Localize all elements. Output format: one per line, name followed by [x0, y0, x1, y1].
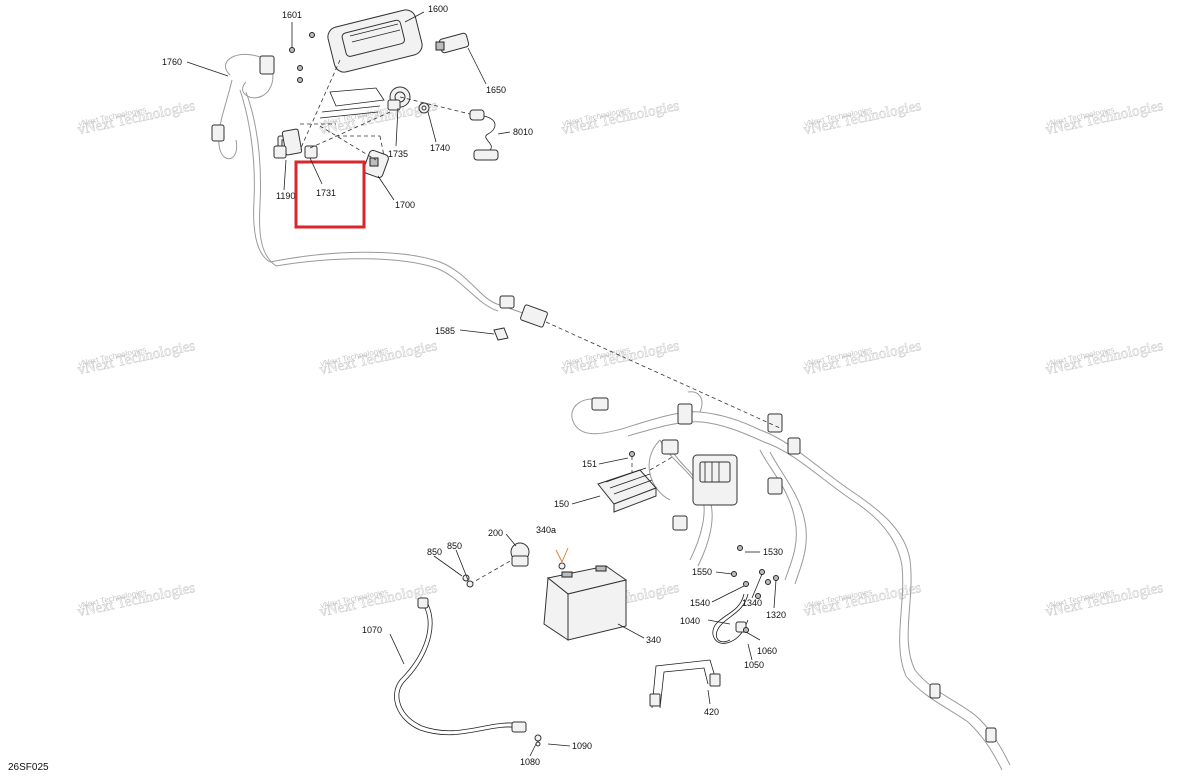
leader-lines [186, 11, 777, 757]
bolts-group [731, 545, 779, 633]
part-labels: 1601 1600 1760 1650 8010 1740 1735 1700 … [8, 4, 786, 773]
regulator-150 [597, 467, 657, 513]
label-1731: 1731 [316, 188, 336, 198]
battery-340 [543, 565, 628, 641]
bracket-1585 [493, 321, 781, 429]
label-1540: 1540 [690, 598, 710, 608]
nuts-850 [462, 574, 474, 588]
switch-1700 [363, 149, 389, 179]
terminal-340a [555, 547, 569, 570]
strap-420 [649, 659, 721, 709]
screws-1601 [289, 32, 315, 83]
highlight-box[interactable] [294, 160, 366, 229]
diagram-code: 26SF025 [8, 762, 49, 773]
label-1340: 1340 [742, 598, 762, 608]
fuse-box [692, 454, 738, 506]
label-340: 340 [646, 635, 661, 645]
bracket-assembly [319, 87, 385, 119]
nut-1090 [534, 734, 542, 747]
label-1760: 1760 [162, 57, 182, 67]
label-850-right: 850 [447, 541, 462, 551]
label-1700: 1700 [395, 200, 415, 210]
starter-relay-200 [469, 542, 530, 585]
switch-assembly-1190 [273, 128, 303, 159]
label-1650: 1650 [486, 85, 506, 95]
label-1735: 1735 [388, 149, 408, 159]
label-1530: 1530 [763, 547, 783, 557]
switch-1731 [304, 145, 318, 159]
nut-1740 [418, 102, 430, 114]
label-150: 150 [554, 499, 569, 509]
label-1601: 1601 [282, 10, 302, 20]
cable-1070 [394, 597, 527, 736]
label-1080: 1080 [520, 757, 540, 767]
label-340a: 340a [536, 525, 556, 535]
label-1070: 1070 [362, 625, 382, 635]
label-1585: 1585 [435, 326, 455, 336]
label-8010: 8010 [513, 127, 533, 137]
label-1740: 1740 [430, 143, 450, 153]
label-850-left: 850 [427, 547, 442, 557]
connector-1650 [435, 32, 470, 54]
label-1550: 1550 [692, 567, 712, 577]
lanyard-8010 [469, 109, 499, 161]
label-420: 420 [704, 707, 719, 717]
label-1600: 1600 [428, 4, 448, 14]
label-1060: 1060 [757, 646, 777, 656]
instrument-cluster [327, 9, 423, 73]
label-1190: 1190 [276, 191, 295, 201]
screw-151 [629, 451, 675, 472]
label-200: 200 [488, 528, 503, 538]
label-1040: 1040 [680, 616, 700, 626]
wiring-harness [211, 53, 1011, 771]
label-151: 151 [582, 459, 597, 469]
label-1050: 1050 [744, 660, 764, 670]
label-1320: 1320 [766, 610, 786, 620]
highlight-1731[interactable]: 1731 [294, 157, 366, 229]
label-1090: 1090 [572, 741, 592, 751]
assembly-lines-top [299, 59, 471, 161]
